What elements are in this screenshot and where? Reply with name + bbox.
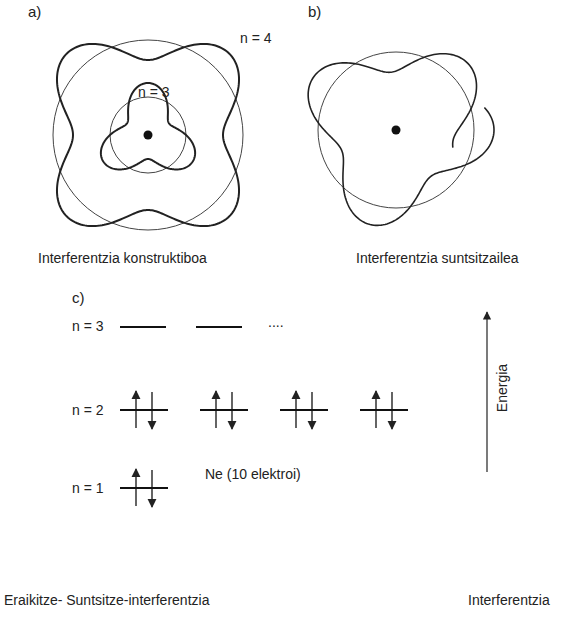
nucleus-dot [392, 126, 401, 135]
bottom-note: Eraikitze- Suntsitze-interferentzia [4, 592, 209, 608]
bottom-note: Interferentzia [468, 592, 550, 608]
spin-down-arrow [231, 392, 232, 429]
level-line [196, 326, 242, 328]
broken-wave [308, 54, 494, 226]
spin-up-arrow [375, 391, 376, 428]
panel-letter: a) [28, 4, 41, 20]
level-line [120, 326, 166, 328]
level-line [120, 409, 168, 411]
level-line [120, 487, 168, 489]
spin-up-arrow [135, 391, 136, 428]
element-note: Ne (10 elektroi) [205, 466, 301, 482]
wave-label: n = 4 [240, 30, 272, 46]
orbit-circle [110, 97, 186, 173]
energy-levels [120, 327, 408, 488]
spin-down-arrow [151, 392, 152, 429]
level-label: n = 3 [72, 318, 104, 334]
panel-caption: Interferentzia suntsitzailea [356, 250, 519, 266]
orbit-circle [53, 40, 243, 230]
panel-letter: c) [72, 290, 85, 306]
energy-axis [486, 312, 487, 472]
level-line [280, 409, 328, 411]
standing-wave [101, 83, 195, 169]
spin-up-arrow [135, 469, 136, 506]
wave-label: n = 3 [138, 84, 170, 100]
level-line [360, 409, 408, 411]
electron-spins [136, 391, 392, 507]
standing-wave [57, 44, 239, 226]
spin-up-arrow [215, 391, 216, 428]
orbit-circle [318, 52, 474, 208]
nucleus-dot [144, 131, 153, 140]
constructive-panel [53, 40, 243, 230]
spin-up-arrow [295, 391, 296, 428]
level-label: n = 1 [72, 480, 104, 496]
destructive-panel [308, 52, 494, 225]
spin-down-arrow [391, 392, 392, 429]
axis-label: Energia [494, 364, 510, 412]
spin-down-arrow [311, 392, 312, 429]
panel-caption: Interferentzia konstruktiboa [38, 250, 207, 266]
ellipsis: .... [268, 314, 284, 330]
spin-down-arrow [151, 470, 152, 507]
level-line [200, 409, 248, 411]
panel-letter: b) [308, 4, 321, 20]
level-label: n = 2 [72, 402, 104, 418]
